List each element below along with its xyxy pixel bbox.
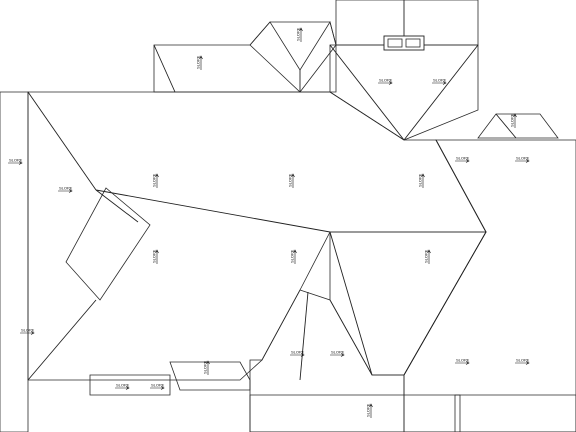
slope-marker: SLOPE: [20, 328, 35, 335]
slope-marker: SLOPE: [418, 173, 425, 188]
slope-label: SLOPE: [456, 156, 470, 161]
slope-label: SLOPE: [379, 78, 393, 83]
slope-label: SLOPE: [203, 360, 208, 374]
slope-marker: SLOPE: [366, 403, 373, 418]
slope-label: SLOPE: [152, 173, 157, 187]
slope-label: SLOPE: [291, 350, 305, 355]
slope-label: SLOPE: [418, 173, 423, 187]
slope-marker: SLOPE: [455, 358, 470, 365]
diagonal-wing-roof: [65, 187, 151, 301]
slope-label: SLOPE: [366, 403, 371, 417]
right-roof-block: [403, 113, 576, 432]
slope-marker: SLOPE: [515, 358, 530, 365]
slope-marker: SLOPE: [152, 173, 159, 188]
slope-marker: SLOPE: [455, 156, 470, 163]
slope-marker: SLOPE: [150, 383, 165, 390]
slope-label: SLOPE: [331, 350, 345, 355]
slope-label: SLOPE: [516, 156, 530, 161]
slope-label: SLOPE: [433, 78, 447, 83]
slope-marker: SLOPE: [290, 249, 297, 264]
slope-marker: SLOPE: [290, 350, 305, 357]
lower-center-roof: [329, 231, 487, 376]
main-hip-roof: [27, 91, 487, 381]
slope-label: SLOPE: [21, 328, 35, 333]
slope-marker: SLOPE: [515, 156, 530, 163]
slope-label: SLOPE: [424, 249, 429, 263]
slope-label: SLOPE: [196, 55, 201, 69]
slope-label: SLOPE: [151, 383, 165, 388]
slope-marker: SLOPE: [330, 350, 345, 357]
slope-marker: SLOPE: [8, 158, 23, 165]
slope-marker: SLOPE: [203, 360, 210, 375]
slope-markers: SLOPE SLOPE SLOPE SLOPE SLOPE SLOPE SLOPE SLOPE…: [8, 27, 530, 418]
slope-marker: SLOPE: [510, 113, 517, 128]
slope-marker: SLOPE: [152, 249, 159, 264]
lower-middle-wing: [249, 289, 405, 432]
slope-label: SLOPE: [516, 358, 530, 363]
slope-marker: SLOPE: [378, 78, 393, 85]
slope-label: SLOPE: [116, 383, 130, 388]
slope-marker: SLOPE: [432, 78, 447, 85]
slope-marker: SLOPE: [58, 186, 73, 193]
bottom-porch-roof: [89, 361, 576, 432]
slope-label: SLOPE: [9, 158, 23, 163]
slope-label: SLOPE: [296, 27, 301, 41]
slope-label: SLOPE: [59, 186, 73, 191]
slope-marker: SLOPE: [196, 55, 203, 70]
left-eave-strip: [0, 91, 29, 432]
slope-marker: SLOPE: [424, 249, 431, 264]
slope-label: SLOPE: [152, 249, 157, 263]
upper-right-roof-block: [329, 35, 479, 141]
slope-marker: SLOPE: [296, 27, 303, 42]
upper-left-gable-wing: [153, 21, 337, 93]
slope-marker: SLOPE: [288, 173, 295, 188]
slope-label: SLOPE: [456, 358, 470, 363]
slope-marker: SLOPE: [115, 383, 130, 390]
slope-label: SLOPE: [510, 113, 515, 127]
slope-label: SLOPE: [290, 249, 295, 263]
slope-label: SLOPE: [288, 173, 293, 187]
